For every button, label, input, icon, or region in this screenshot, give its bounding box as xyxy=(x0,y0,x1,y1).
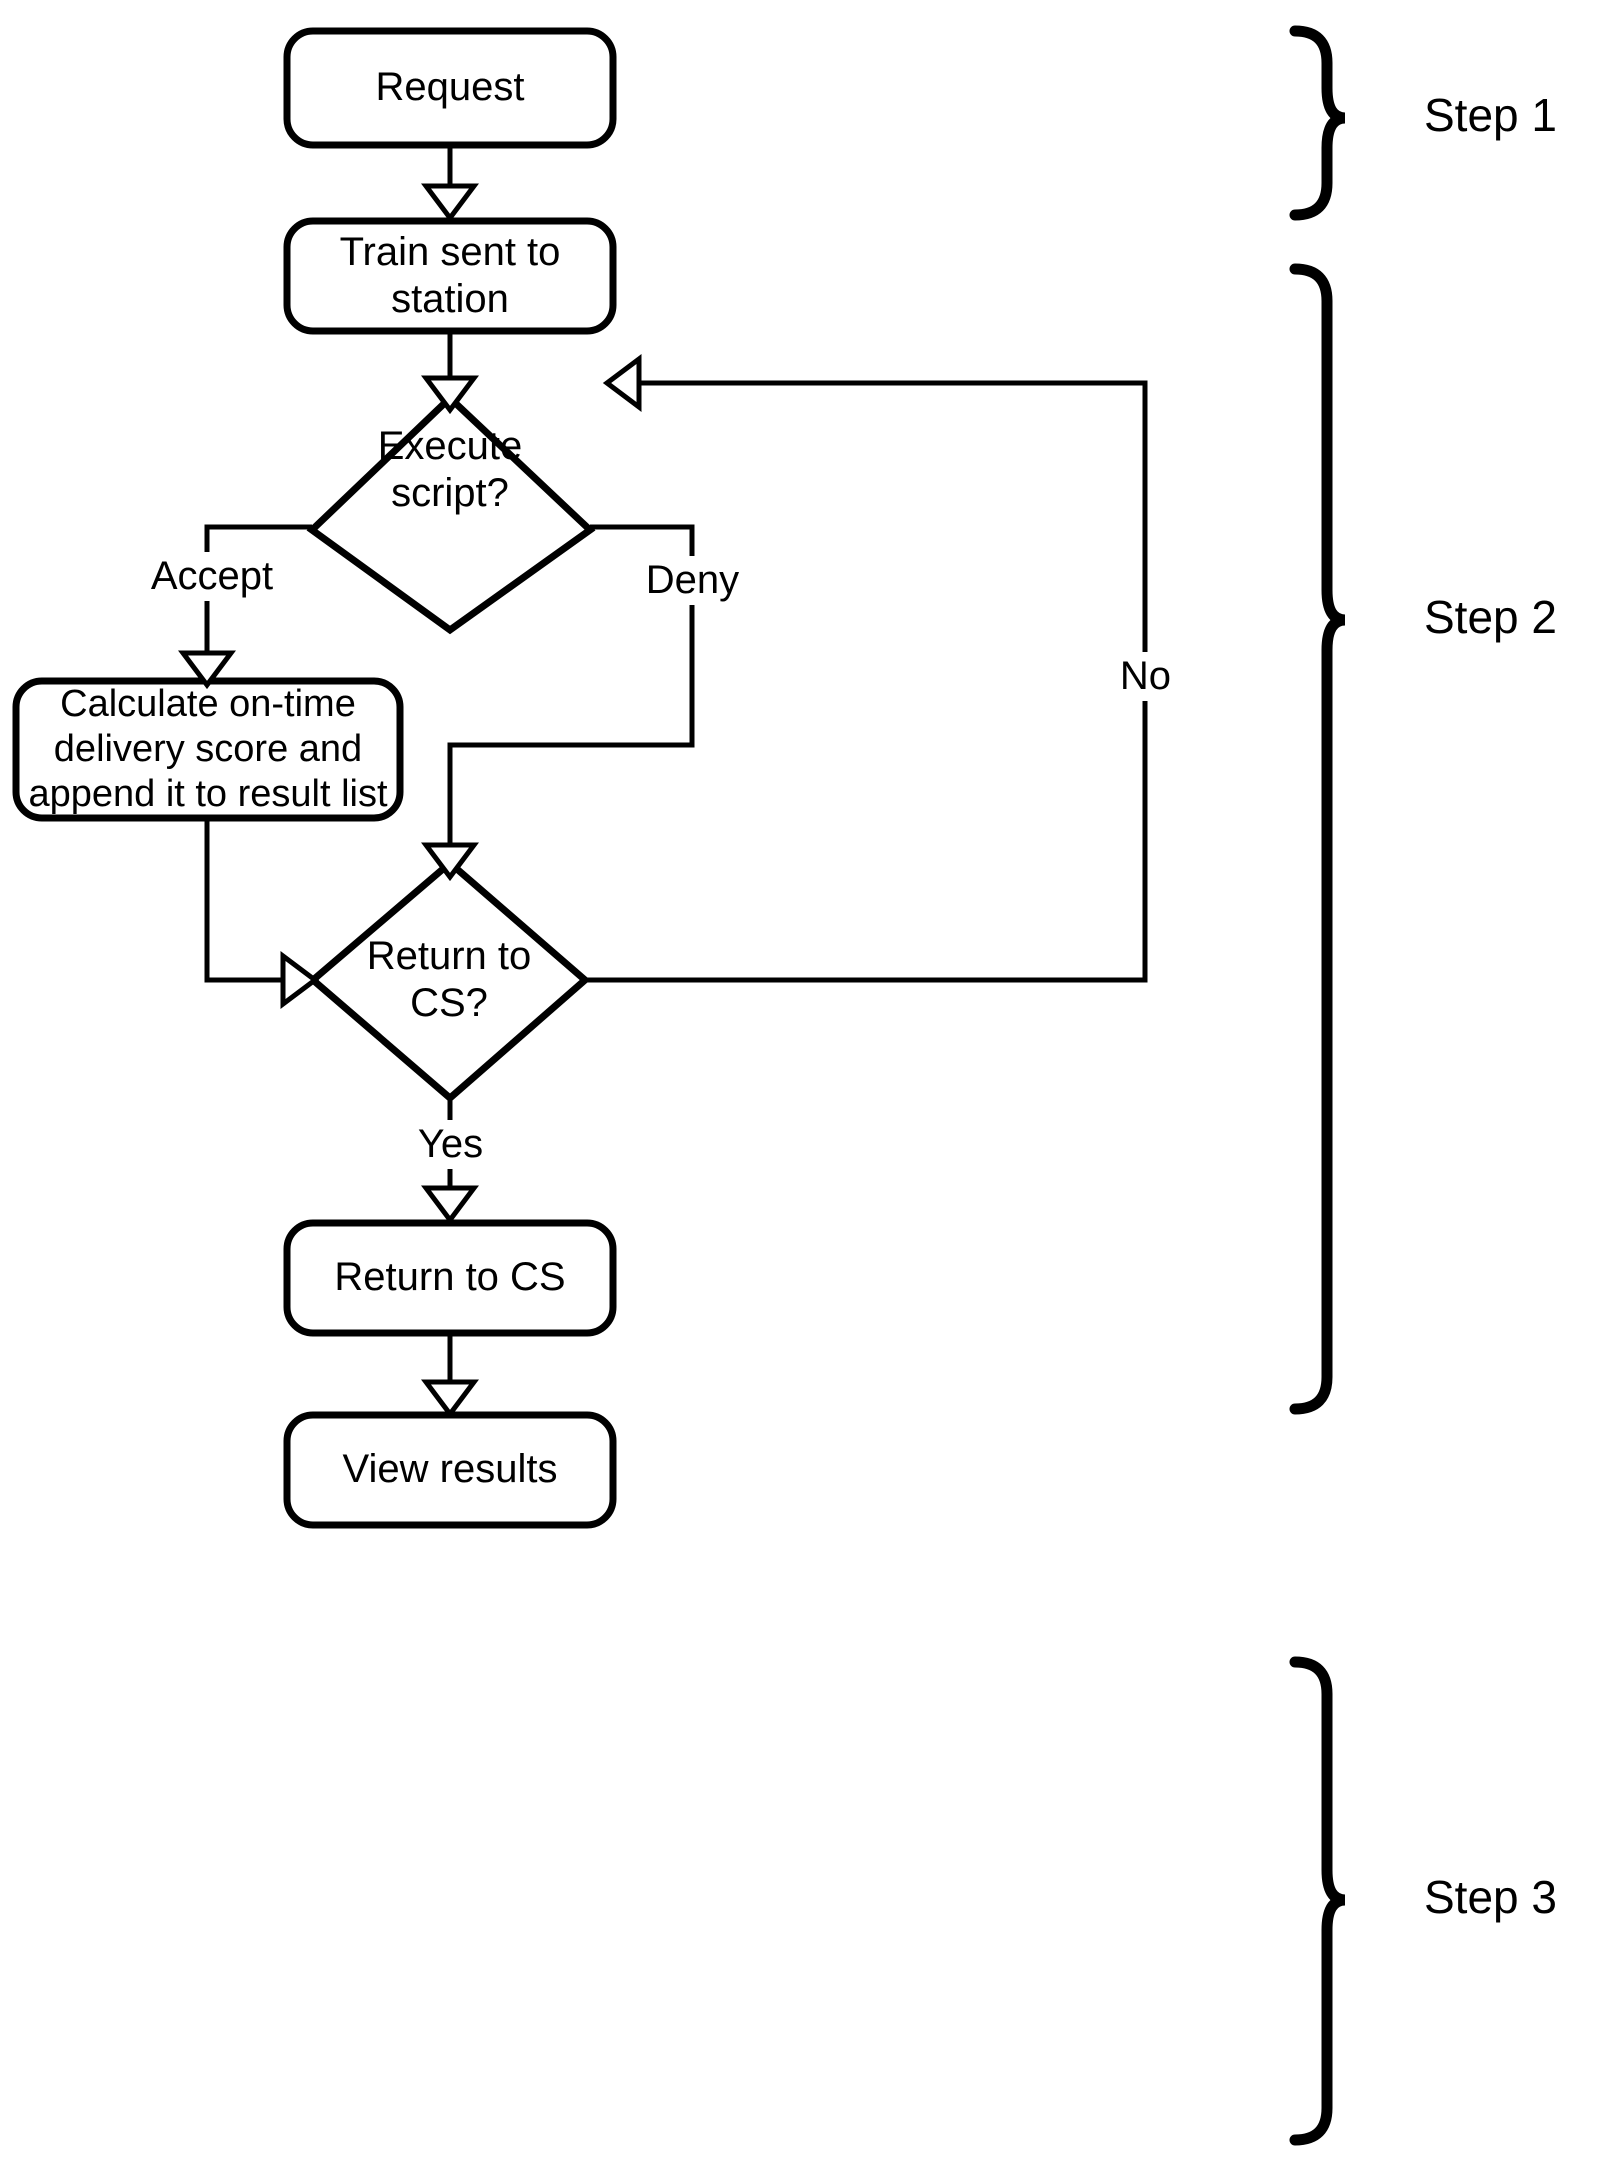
step-label-3: Step 3 xyxy=(1424,1871,1557,1923)
arrowhead-calculate-returncs xyxy=(280,951,320,1009)
edge-returncs-train-no xyxy=(585,380,1148,983)
node-view-shape xyxy=(283,1411,617,1529)
node-train-shape xyxy=(283,217,617,335)
node-returnbox-shape xyxy=(283,1219,617,1337)
arrowhead-deny-returncs xyxy=(421,842,479,882)
step-label-1: Step 1 xyxy=(1424,89,1557,141)
edge-label-yes: Yes xyxy=(393,1120,508,1169)
arrowhead-execute-calculate xyxy=(178,650,236,690)
edge-label-no: No xyxy=(1098,652,1193,701)
arrowhead-returnbox-view xyxy=(421,1379,479,1419)
step-label-2: Step 2 xyxy=(1424,591,1557,643)
arrowhead-no-train xyxy=(602,354,642,412)
edge-label-accept: Accept xyxy=(147,552,277,601)
step3-brace xyxy=(1289,1656,1346,2146)
arrowhead-returncs-returnbox xyxy=(421,1185,479,1225)
node-calculate-shape xyxy=(12,677,404,822)
edge-execute-calculate xyxy=(204,524,312,653)
node-request-shape xyxy=(283,27,617,149)
arrowhead-train-execute xyxy=(421,375,479,415)
step1-brace xyxy=(1289,25,1346,221)
edge-label-deny: Deny xyxy=(645,556,740,605)
node-execute-shape xyxy=(306,393,596,635)
arrowhead-request-train xyxy=(421,183,479,223)
edge-execute-deny xyxy=(447,524,695,845)
node-returncs-shape xyxy=(307,858,591,1103)
edge-calculate-returncs xyxy=(204,818,283,983)
step2-brace xyxy=(1289,263,1346,1415)
